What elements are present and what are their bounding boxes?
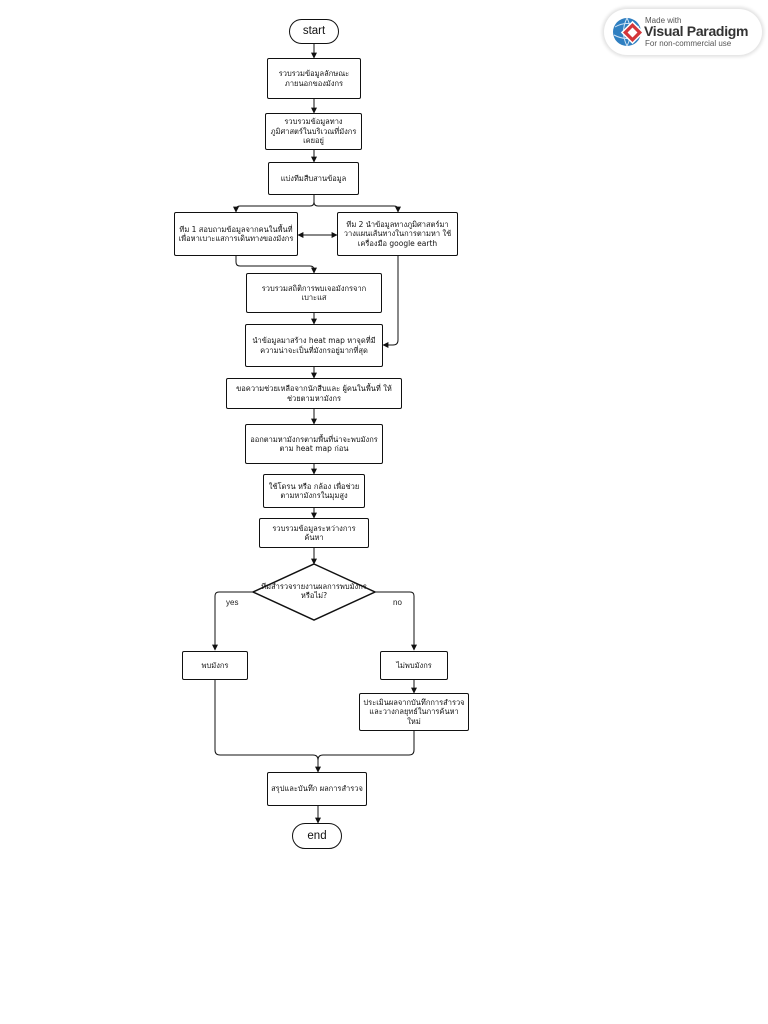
badge-license: For non-commercial use <box>645 39 732 48</box>
end-node: end <box>292 823 342 849</box>
step-heat-map: นำข้อมูลมาสร้าง heat map หาจุดที่มีความน… <box>245 324 383 367</box>
step-collect-during-search: รวบรวมข้อมูลระหว่างการค้นหา <box>259 518 369 548</box>
edge-evaluate-summary <box>317 731 415 761</box>
start-node: start <box>289 19 339 44</box>
edge-label-no: no <box>393 598 402 607</box>
decision-label: ทีมสำรวจรายงานผลการพบมังกรหรือไม่? <box>261 582 367 601</box>
edge-team2-step5 <box>382 256 399 348</box>
step-collect-geography: รวบรวมข้อมูลทางภูมิศาสตร์ในบริเวณที่มังก… <box>265 113 362 150</box>
not-found-node: ไม่พบมังกร <box>380 651 448 680</box>
badge-brand: Visual Paradigm <box>644 23 749 39</box>
step-collect-appearance: รวบรวมข้อมูลลักษณะภายนอกของมังกร <box>267 58 361 99</box>
edge-step3-team1 <box>233 195 315 213</box>
decision-diamond <box>251 563 377 621</box>
edge-label-yes: yes <box>226 598 239 607</box>
edge-team1-step4 <box>235 256 317 274</box>
edge-decision-found <box>212 591 254 651</box>
edge-found-summary <box>214 680 321 773</box>
step-ask-help: ขอความช่วยเหลือจากนักสืบและ ผู้คนในพื้นท… <box>226 378 402 409</box>
step-collect-stats: รวบรวมสถิติการพบเจอมังกรจากเบาะแส <box>246 273 382 313</box>
edge-step3-team2 <box>313 195 401 213</box>
summary-node: สรุปและบันทึก ผลการสำรวจ <box>267 772 367 806</box>
badge-made-with: Made with <box>645 16 682 25</box>
visual-paradigm-badge: Made with Visual Paradigm For non-commer… <box>604 9 762 55</box>
team2-node: ทีม 2 นำข้อมูลทางภูมิศาสตร์มาวางแผนเส้นท… <box>337 212 458 256</box>
step-search-heat-map: ออกตามหามังกรตามพื้นที่น่าจะพบมังกรตาม h… <box>245 424 383 464</box>
evaluate-node: ประเมินผลจากบันทึกการสำรวจและวางกลยุทธ์ใ… <box>359 693 469 731</box>
step-drone-camera: ใช้โดรน หรือ กล้อง เพื่อช่วยตามหามังกรใน… <box>263 474 365 508</box>
found-node: พบมังกร <box>182 651 248 680</box>
visual-paradigm-logo-icon <box>613 17 645 47</box>
team1-node: ทีม 1 สอบถามข้อมูลจากคนในพื้นที่ เพื่อหา… <box>174 212 298 256</box>
edge-decision-notfound <box>374 591 417 651</box>
step-split-teams: แบ่งทีมสืบสานข้อมูล <box>268 162 359 195</box>
